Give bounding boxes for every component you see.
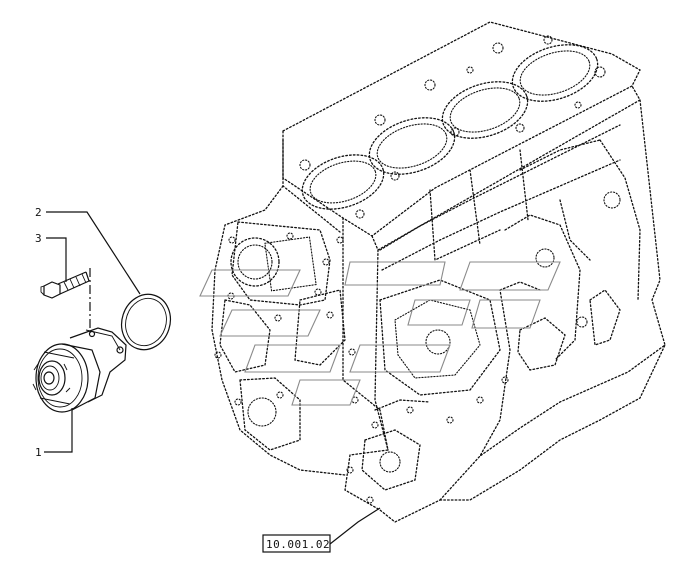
callout-label-bolt: 3 [35,232,42,245]
leader-lines [44,211,381,545]
callout-label-o-ring: 2 [35,206,42,219]
reference-label: 10.001.02 [266,538,330,551]
callout-label-water-pump: 1 [35,446,42,459]
reference-box[interactable]: 10.001.02 [262,534,331,553]
o-ring-part [120,293,172,351]
watermark-logo [199,261,561,406]
engine-block [211,21,666,523]
bolt-part [40,271,90,299]
water-pump-part [32,327,127,413]
